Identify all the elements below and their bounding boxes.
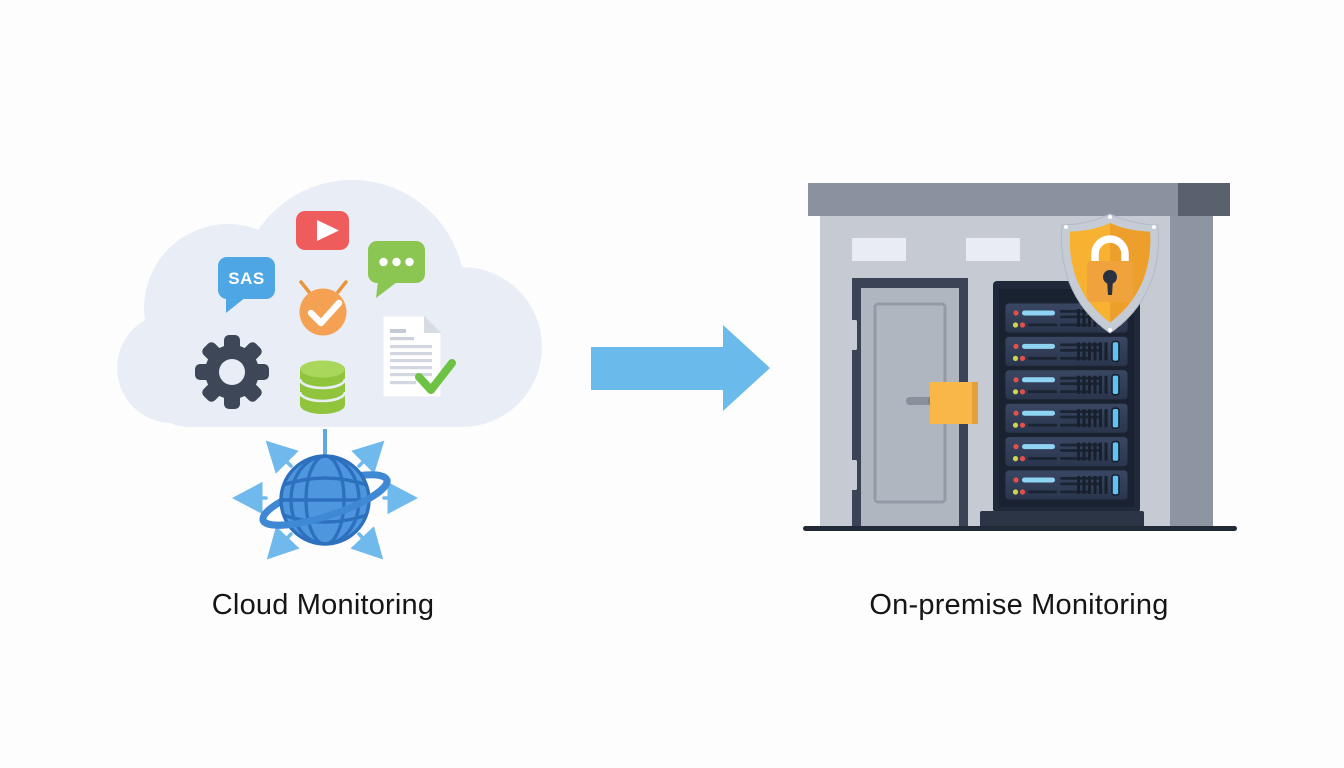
sas-label: SAS xyxy=(228,269,264,288)
building-side-wall xyxy=(1170,216,1213,528)
video-play-icon xyxy=(296,211,349,250)
document-check-icon xyxy=(382,315,456,398)
building-window xyxy=(966,238,1020,261)
building-roof-end xyxy=(1178,183,1230,216)
chat-dots-icon xyxy=(368,241,425,298)
padlock-icon xyxy=(1087,235,1133,302)
server-unit xyxy=(1004,402,1129,435)
building-window xyxy=(852,238,906,261)
security-shield-lock-icon xyxy=(1061,213,1159,334)
door-lock-box xyxy=(930,382,972,424)
gear-icon xyxy=(195,335,269,409)
onprem-monitoring-label: On-premise Monitoring xyxy=(869,589,1169,621)
radiating-arrows xyxy=(232,440,418,560)
secure-door xyxy=(849,278,978,530)
check-badge-icon xyxy=(299,280,348,336)
sas-message-icon: SAS xyxy=(218,257,275,313)
cloud-monitoring-label: Cloud Monitoring xyxy=(211,589,435,621)
server-unit xyxy=(1004,368,1129,401)
migration-arrow xyxy=(591,325,770,411)
rack-base xyxy=(980,511,1144,530)
database-icon xyxy=(298,360,347,414)
server-unit xyxy=(1004,335,1129,368)
server-unit xyxy=(1004,435,1129,468)
onprem-building xyxy=(803,183,1237,531)
server-unit xyxy=(1004,469,1129,501)
globe-network-icon xyxy=(232,429,418,560)
building-roof xyxy=(808,183,1178,216)
ground-line xyxy=(803,526,1237,531)
